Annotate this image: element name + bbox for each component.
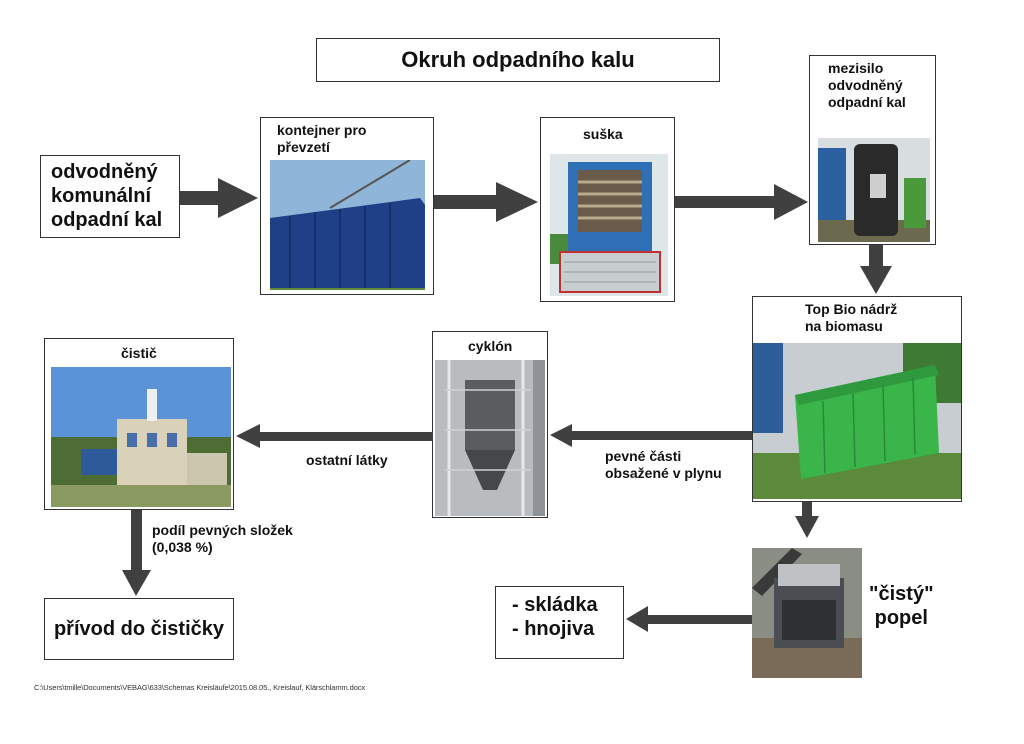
arrow-cyclone-to-cleaner	[236, 424, 433, 448]
node-cyclone-label: cyklón	[468, 338, 513, 354]
arrow-tank-to-ash	[795, 502, 819, 538]
arrow-dryer-to-silo	[675, 184, 808, 220]
node-container-label: kontejner pro převzetí	[277, 122, 367, 155]
arrow-silo-to-tank	[860, 245, 892, 294]
arrow-tank-to-cyclone	[550, 424, 752, 447]
dryer-photo	[550, 154, 668, 296]
node-tank: Top Bio nádrž na biomasu	[752, 296, 962, 502]
arrow-source-to-container	[180, 178, 258, 218]
container-photo	[270, 160, 425, 290]
tank-photo	[753, 343, 961, 499]
arrow-cleaner-to-output	[122, 510, 151, 596]
node-cleaner-label: čistič	[121, 345, 157, 361]
edge-label-other-substances: ostatní látky	[306, 452, 388, 468]
node-tank-label: Top Bio nádrž na biomasu	[805, 301, 898, 334]
node-source: odvodněný komunální odpadní kal	[40, 155, 180, 238]
footer-file-path: C:\Users\tmille\Documents\VEBAG\633\Sche…	[34, 683, 366, 692]
node-cleaner: čistič	[44, 338, 234, 510]
node-landfill: - skládka - hnojiva	[495, 586, 624, 659]
edge-label-solid-share: podíl pevných složek (0,038 %)	[152, 522, 293, 555]
node-silo-label: mezisilo odvodněný odpadní kal	[828, 60, 906, 110]
edge-label-solids-in-gas: pevné části obsažené v plynu	[605, 448, 722, 481]
node-dryer-label: suška	[583, 126, 623, 142]
diagram-title: Okruh odpadního kalu	[316, 38, 720, 82]
arrow-ash-to-landfill	[626, 606, 752, 632]
node-cyclone: cyklón	[432, 331, 548, 518]
cyclone-photo	[435, 360, 545, 516]
node-container: kontejner pro převzetí	[260, 117, 434, 295]
node-ash-label: "čistý" popel	[869, 583, 934, 629]
node-dryer: suška	[540, 117, 675, 302]
ash-photo	[752, 548, 862, 678]
node-output: přívod do čističky	[44, 598, 234, 660]
silo-photo	[818, 138, 930, 242]
arrow-container-to-dryer	[434, 182, 538, 222]
cleaner-photo	[51, 367, 231, 507]
node-silo: mezisilo odvodněný odpadní kal	[809, 55, 936, 245]
